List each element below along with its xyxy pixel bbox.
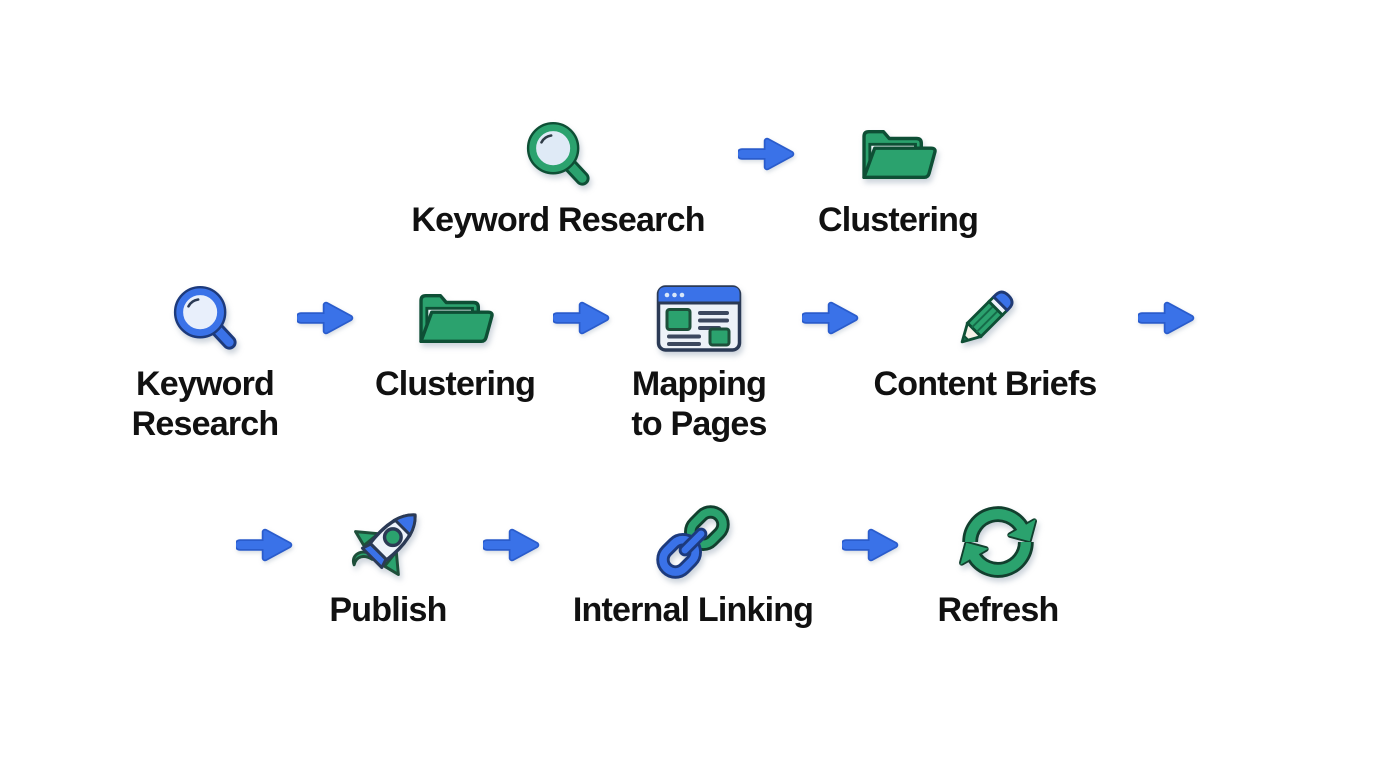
step-label: Content Briefs [873, 365, 1097, 403]
step-internal-linking: Internal Linking [513, 496, 873, 630]
step-label: Keyword Research [411, 201, 705, 239]
search-icon [170, 276, 240, 362]
step-clustering-top: Clustering [748, 112, 1048, 240]
folder-icon [414, 276, 496, 362]
step-mapping-to-pages: Mapping to Pages [589, 276, 809, 444]
step-publish: Publish [268, 496, 508, 630]
rocket-icon [345, 496, 431, 588]
folder-icon [857, 112, 939, 198]
link-icon [649, 496, 737, 588]
pencil-icon [947, 276, 1023, 362]
step-label: Clustering [817, 201, 979, 239]
step-keyword-research: Keyword Research [95, 276, 315, 444]
step-refresh: Refresh [878, 496, 1118, 630]
refresh-icon [957, 496, 1039, 588]
step-label: Internal Linking [572, 591, 814, 629]
webpage-icon [655, 276, 743, 362]
step-keyword-research-top: Keyword Research [348, 112, 768, 240]
step-label: Clustering [374, 365, 536, 403]
step-content-briefs: Content Briefs [815, 276, 1155, 404]
step-label: Mapping to Pages [631, 365, 767, 443]
step-label: Publish [329, 591, 447, 629]
flow-arrow-icon [1138, 301, 1196, 335]
search-icon [523, 112, 593, 198]
step-label: Keyword Research [131, 365, 280, 443]
step-label: Refresh [937, 591, 1059, 629]
step-clustering: Clustering [315, 276, 595, 404]
